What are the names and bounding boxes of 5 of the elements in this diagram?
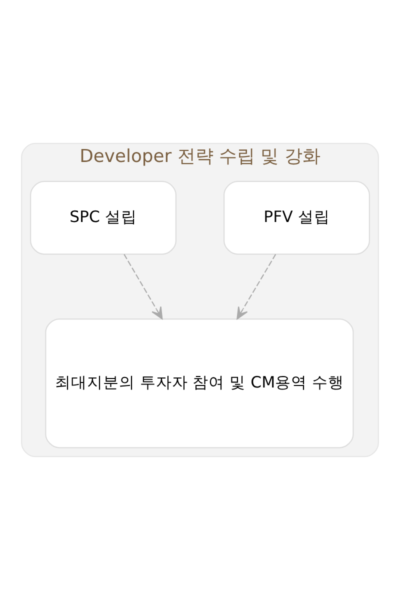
node-box: PFV 설립 bbox=[223, 180, 370, 255]
arrow bbox=[236, 254, 276, 320]
node-box: 최대지분의 투자자 참여 및 CM용역 수행 bbox=[45, 318, 354, 448]
arrow bbox=[124, 254, 163, 320]
node-box: SPC 설립 bbox=[30, 180, 177, 255]
